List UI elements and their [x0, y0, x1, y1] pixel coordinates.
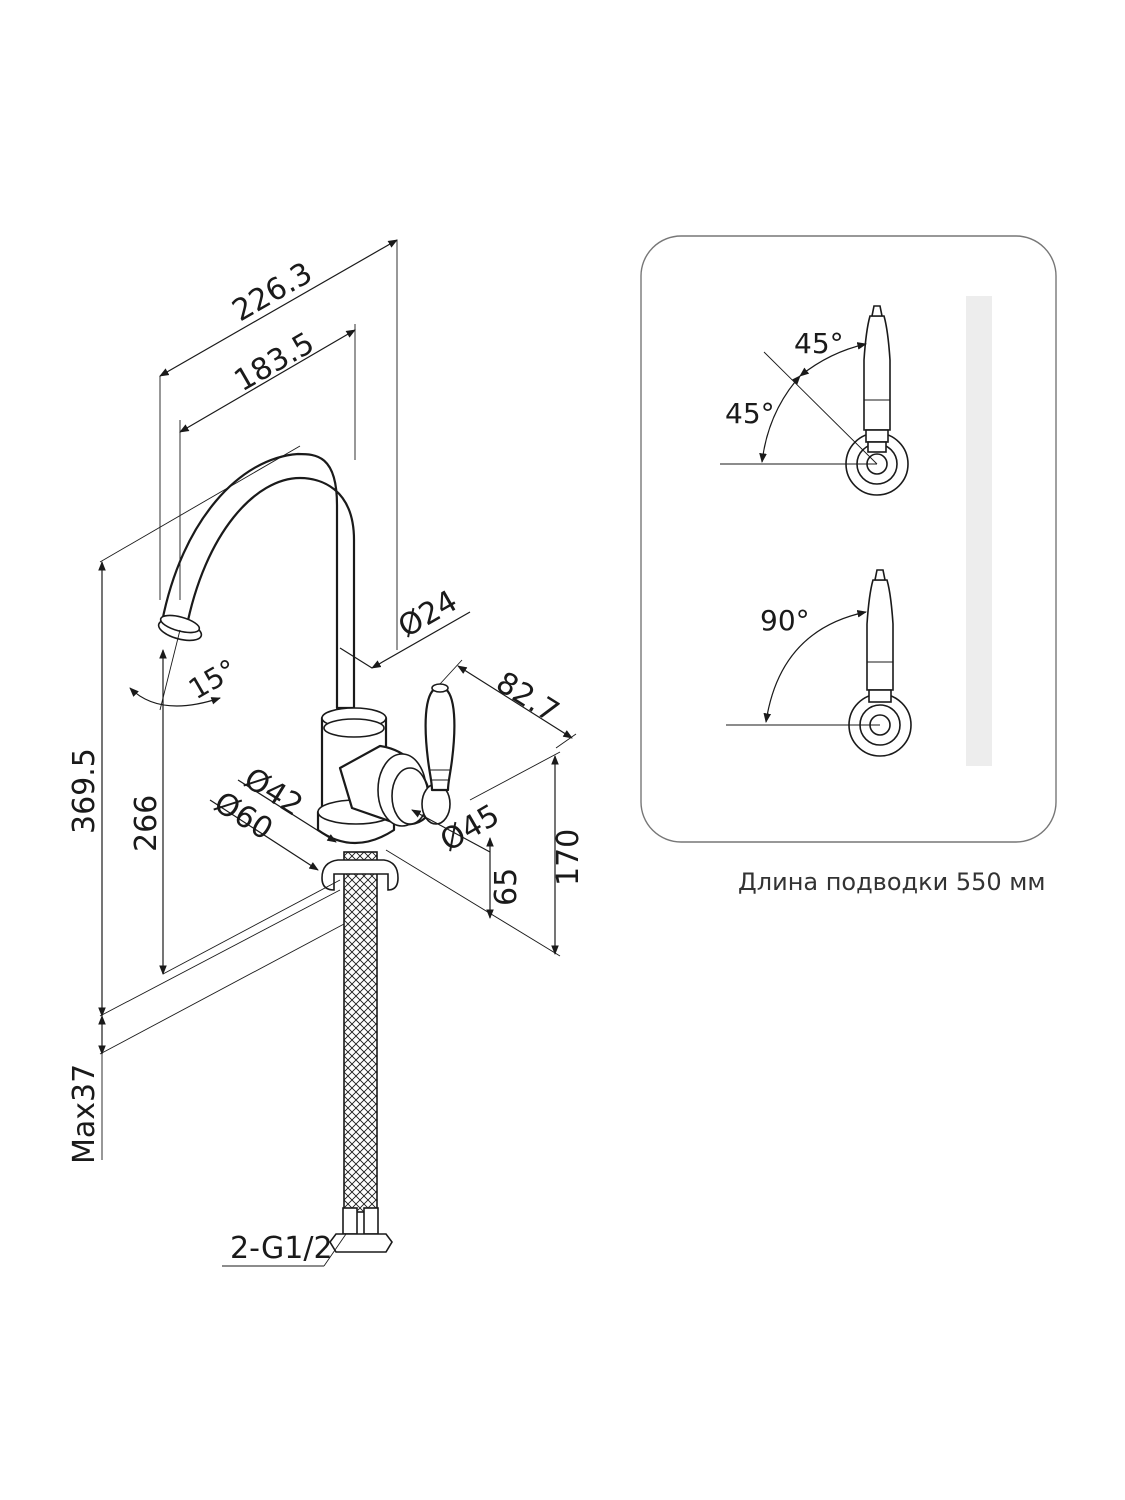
- lever-handle: [424, 686, 456, 792]
- dim-angle-15: 15°: [183, 653, 242, 706]
- hose-length-caption: Длина подводки 550 мм: [738, 868, 1046, 896]
- inset-handle-top: 45° 45°: [720, 305, 909, 496]
- dimension-lines: [98, 239, 577, 1267]
- mounting-clamp: [321, 859, 399, 891]
- spout: [160, 452, 356, 710]
- dim-connection: 2-G1/2: [230, 1231, 333, 1266]
- spout-tip: [157, 614, 203, 642]
- dim-226-3: 226.3: [227, 256, 319, 329]
- dim-max37: Max37: [67, 1064, 102, 1164]
- dim-183-5: 183.5: [229, 326, 321, 399]
- dim-82-7: 82.7: [490, 665, 565, 730]
- inset-panel: 45° 45° 90°: [640, 235, 1057, 843]
- hose-fittings: [329, 1207, 393, 1253]
- inset-angle-45-upper: 45°: [794, 327, 844, 360]
- inset-side-bar: [966, 296, 992, 766]
- inset-handle-bottom: 90°: [726, 569, 912, 757]
- braided-hose: [343, 851, 378, 1213]
- inset-angle-45-lower: 45°: [725, 397, 775, 430]
- inset-angle-90: 90°: [760, 604, 810, 637]
- dim-266: 266: [129, 795, 164, 852]
- dim-65: 65: [489, 868, 524, 906]
- inset-frame: [640, 235, 1057, 843]
- dim-170: 170: [551, 829, 586, 886]
- dim-369-5: 369.5: [67, 748, 102, 834]
- faucet: [157, 452, 456, 1253]
